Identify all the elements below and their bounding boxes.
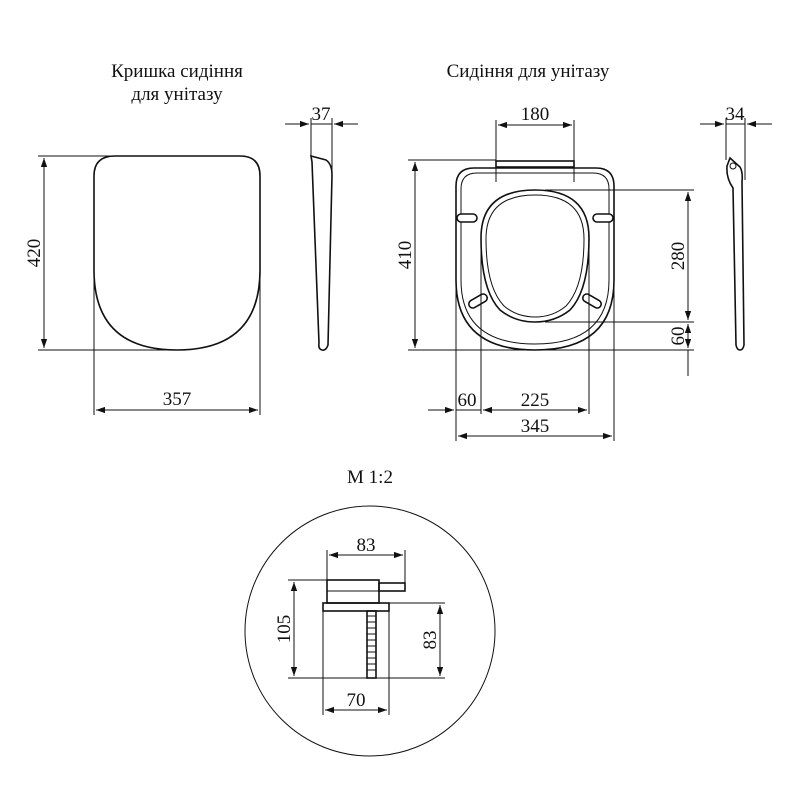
seat-left-offset-label: 60: [458, 390, 477, 411]
seat-inner-height-label: 280: [668, 242, 689, 271]
seat-side-view: 34: [700, 104, 772, 351]
lid-height-label: 420: [24, 239, 45, 268]
lid-front-view: 420 357: [24, 155, 261, 415]
lid-side-view: 37: [285, 104, 358, 351]
scale-label: М 1:2: [347, 467, 393, 488]
lid-title-line2: для унітазу: [131, 84, 223, 105]
hinge-bolt-height-label: 83: [420, 631, 441, 650]
seat-front-view: 180 410 280 60 60 225 345: [395, 104, 694, 441]
hinge-height-label: 105: [274, 615, 295, 644]
seat-inner-width-label: 225: [521, 390, 550, 411]
hinge-top-width-label: 83: [357, 535, 376, 556]
seat-height-label: 410: [395, 241, 416, 270]
hinge-detail: 83 105 83 70: [244, 505, 496, 757]
lid-thickness-label: 37: [312, 104, 331, 125]
seat-thickness-label: 34: [726, 104, 746, 125]
seat-bottom-offset-label: 60: [668, 327, 689, 346]
lid-width-label: 357: [163, 389, 192, 410]
hinge-base-width-label: 70: [347, 690, 366, 711]
lid-title-line1: Кришка сидіння: [111, 61, 243, 82]
seat-outer-width-label: 345: [521, 416, 550, 437]
seat-hinge-spacing-label: 180: [521, 104, 550, 125]
seat-title: Сидіння для унітазу: [447, 61, 610, 82]
